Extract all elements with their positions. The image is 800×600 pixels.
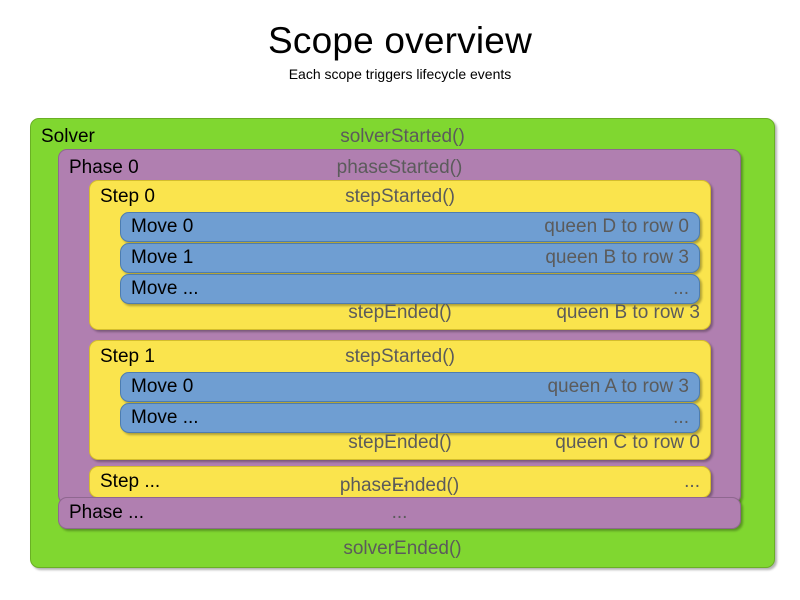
step-0-scope: Step 0 stepStarted() Move 0 queen D to r… <box>89 180 711 330</box>
step-1-footer-row: stepEnded() queen C to row 0 <box>90 428 710 458</box>
step-0-label: Step 0 <box>100 186 155 207</box>
solver-ended-event: solverEnded() <box>343 538 462 559</box>
step-1-started-event: stepStarted() <box>345 346 455 367</box>
solver-started-event: solverStarted() <box>340 126 465 147</box>
phase-0-scope: Phase 0 phaseStarted() Step 0 stepStarte… <box>58 149 741 504</box>
move-label: Move ... <box>131 278 199 299</box>
step-0-footer-row: stepEnded() queen B to row 3 <box>90 298 710 328</box>
phase-0-ended-event: phaseEnded() <box>339 475 460 496</box>
phase-ellipsis-center: ... <box>391 502 408 523</box>
step-ellipsis-detail: ... <box>684 471 700 492</box>
solver-header-row: Solver solverStarted() <box>31 122 774 152</box>
move-detail: queen A to row 3 <box>547 376 689 397</box>
move-detail: queen D to row 0 <box>544 216 689 237</box>
solver-label: Solver <box>41 126 95 147</box>
step-1-scope: Step 1 stepStarted() Move 0 queen A to r… <box>89 340 711 460</box>
move-detail: ... <box>673 278 689 299</box>
move-item: Move 0 queen D to row 0 <box>120 212 700 242</box>
step-1-header-row: Step 1 stepStarted() <box>90 342 710 372</box>
solver-scope: Solver solverStarted() Phase 0 phaseStar… <box>30 118 775 568</box>
move-detail: queen B to row 3 <box>545 247 689 268</box>
move-label: Move 0 <box>131 376 194 397</box>
move-label: Move 0 <box>131 216 194 237</box>
step-0-ended-detail: queen B to row 3 <box>556 302 700 323</box>
move-detail: ... <box>673 407 689 428</box>
step-1-ended-detail: queen C to row 0 <box>555 432 700 453</box>
phase-ellipsis-row: Phase ... ... <box>59 498 740 528</box>
phase-0-started-event: phaseStarted() <box>336 156 463 178</box>
move-label: Move ... <box>131 407 199 428</box>
step-ellipsis-label: Step ... <box>100 471 161 492</box>
step-0-started-event: stepStarted() <box>345 186 455 207</box>
solver-footer-row: solverEnded() <box>31 534 774 564</box>
step-0-move-list: Move 0 queen D to row 0 Move 1 queen B t… <box>120 212 700 305</box>
move-item: Move 0 queen A to row 3 <box>120 372 700 402</box>
page-title: Scope overview <box>268 20 532 61</box>
page-heading: Scope overview Each scope triggers lifec… <box>0 0 800 82</box>
page-subtitle: Each scope triggers lifecycle events <box>288 65 512 82</box>
phase-0-header-row: Phase 0 phaseStarted() <box>59 152 740 183</box>
move-item: Move 1 queen B to row 3 <box>120 243 700 273</box>
phase-ellipsis-label: Phase ... <box>69 502 144 523</box>
move-item: Move ... ... <box>120 274 700 304</box>
move-item: Move ... ... <box>120 403 700 433</box>
phase-0-label: Phase 0 <box>69 156 139 178</box>
step-0-header-row: Step 0 stepStarted() <box>90 182 710 212</box>
step-1-label: Step 1 <box>100 346 155 367</box>
move-label: Move 1 <box>131 247 194 268</box>
step-1-move-list: Move 0 queen A to row 3 Move ... ... <box>120 372 700 434</box>
phase-ellipsis-scope: Phase ... ... <box>58 497 741 529</box>
step-ellipsis-scope: Step ... ... ... <box>89 466 711 498</box>
